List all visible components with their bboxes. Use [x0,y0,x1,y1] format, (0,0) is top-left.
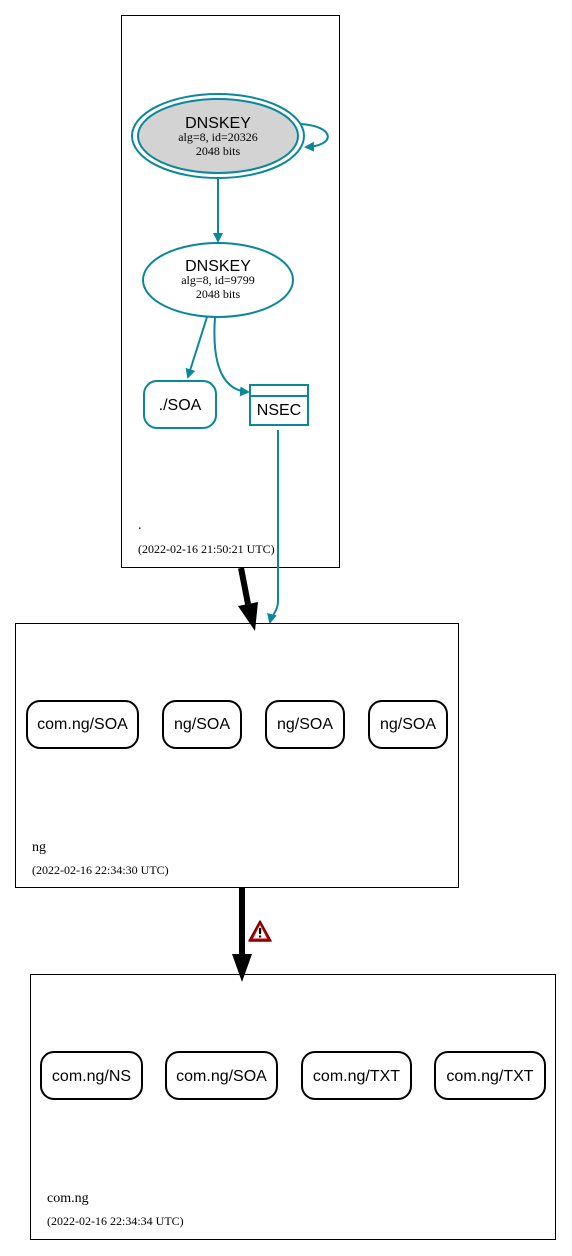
ng-zone-timestamp: (2022-02-16 22:34:30 UTC) [32,863,169,877]
zsk-to-nsec-edge [213,316,250,397]
root-zone-box [121,15,340,568]
ng-record-label: ng/SOA [277,716,333,733]
com-ng-record-node[interactable]: com.ng/SOA [165,1051,278,1100]
root-zsk-line1: alg=8, id=9799 [181,273,255,287]
root-zone: DNSKEY alg=8, id=20326 2048 bits DNSKEY … [121,15,340,568]
root-soa-node[interactable]: ./SOA [143,380,217,429]
root-nsec-label: NSEC [257,402,301,419]
com-ng-zone-name: com.ng [47,1191,89,1206]
root-to-ng-delegation-arrowhead [238,602,258,631]
root-ksk-line1: alg=8, id=20326 [178,130,258,144]
ng-to-comng-delegation-arrowhead [232,954,252,982]
root-zone-timestamp: (2022-02-16 21:50:21 UTC) [138,542,275,556]
root-zone-name: . [138,518,142,533]
com-ng-zone-box [30,974,556,1240]
com-ng-record-node[interactable]: com.ng/TXT [301,1051,412,1100]
nsec-to-ng-edge [267,430,279,624]
ng-record-label: ng/SOA [174,716,230,733]
ksk-self-loop-edge [299,123,329,152]
ng-record-label: ng/SOA [380,716,436,733]
ng-record-node[interactable]: ng/SOA [265,700,345,749]
warning-triangle-icon[interactable] [248,920,272,942]
com-ng-record-label: com.ng/TXT [446,1068,533,1085]
root-zsk-title: DNSKEY [185,258,251,275]
root-ksk-node[interactable]: DNSKEY alg=8, id=20326 2048 bits [131,93,305,179]
ng-zone-name: ng [32,840,46,855]
com-ng-zone: com.ng/NS com.ng/SOA com.ng/TXT com.ng/T… [30,974,556,1240]
ng-zone: com.ng/SOA ng/SOA ng/SOA ng/SOA ng (2022… [15,623,459,888]
root-soa-label: ./SOA [159,397,202,414]
com-ng-record-node[interactable]: com.ng/TXT [434,1051,546,1100]
ng-record-node[interactable]: ng/SOA [368,700,448,749]
root-zsk-line2: 2048 bits [196,287,241,301]
com-ng-zone-timestamp: (2022-02-16 22:34:34 UTC) [47,1214,184,1228]
zsk-to-soa-edge [185,316,208,379]
root-zsk-node[interactable]: DNSKEY alg=8, id=9799 2048 bits [142,242,294,318]
ng-record-node[interactable]: ng/SOA [162,700,242,749]
root-to-ng-delegation-edge [238,567,251,605]
root-ksk-line2: 2048 bits [196,144,241,158]
ng-record-node[interactable]: com.ng/SOA [26,700,139,749]
com-ng-record-label: com.ng/NS [52,1068,131,1085]
com-ng-record-label: com.ng/SOA [176,1068,267,1085]
com-ng-record-label: com.ng/TXT [313,1068,400,1085]
root-nsec-node[interactable]: NSEC [249,384,309,426]
ng-zone-box [15,623,459,888]
root-ksk-title: DNSKEY [185,115,251,132]
com-ng-record-node[interactable]: com.ng/NS [40,1051,143,1100]
ng-record-label: com.ng/SOA [37,716,128,733]
